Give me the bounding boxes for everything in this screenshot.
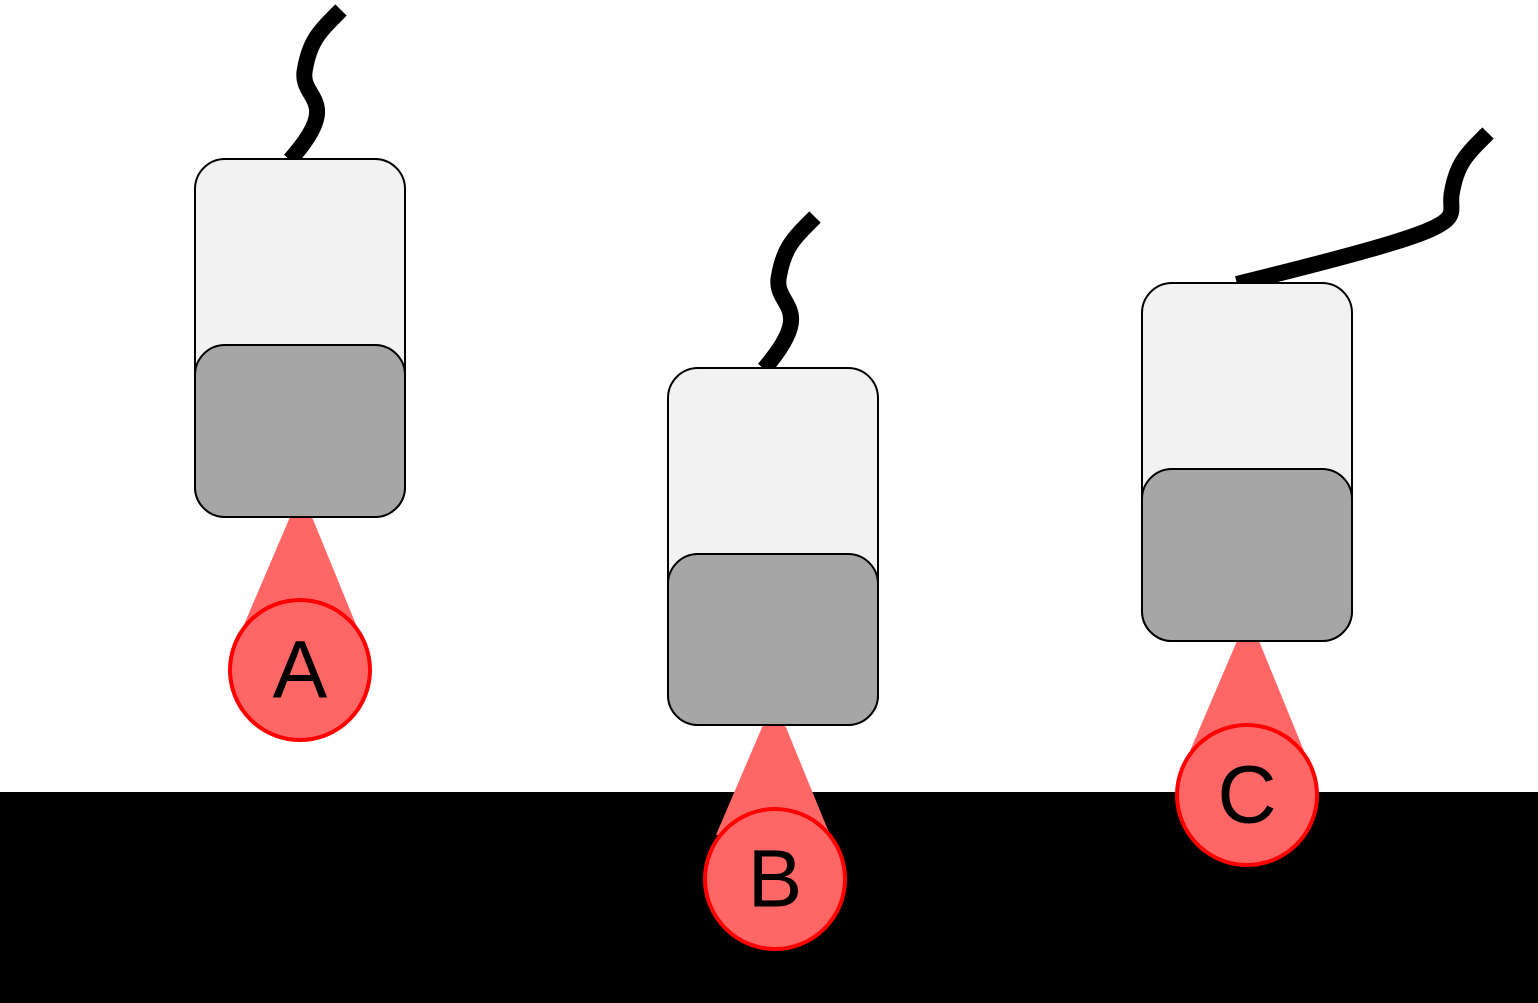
sensor-a-spot — [228, 598, 372, 742]
sensor-a-cable — [284, 4, 347, 166]
sensor-b-label: B — [748, 834, 803, 925]
sensor-b-cable — [757, 211, 821, 375]
sensor-b-spot — [703, 807, 847, 951]
sensor-c-head — [1141, 468, 1353, 642]
sensor-b-head — [667, 553, 879, 726]
sensor-c-beam — [1190, 641, 1304, 751]
sensor-c-spot — [1175, 723, 1319, 867]
sensor-b: B — [667, 211, 879, 951]
sensor-a-head — [194, 344, 406, 518]
sensor-a-beam — [243, 517, 357, 627]
sensor-a: A — [194, 4, 406, 742]
sensor-c: C — [1141, 127, 1494, 867]
sensor-a-label: A — [273, 625, 328, 716]
sensor-b-beam — [716, 725, 830, 835]
sensor-c-label: C — [1217, 750, 1276, 841]
sensor-c-cable — [1235, 127, 1494, 292]
